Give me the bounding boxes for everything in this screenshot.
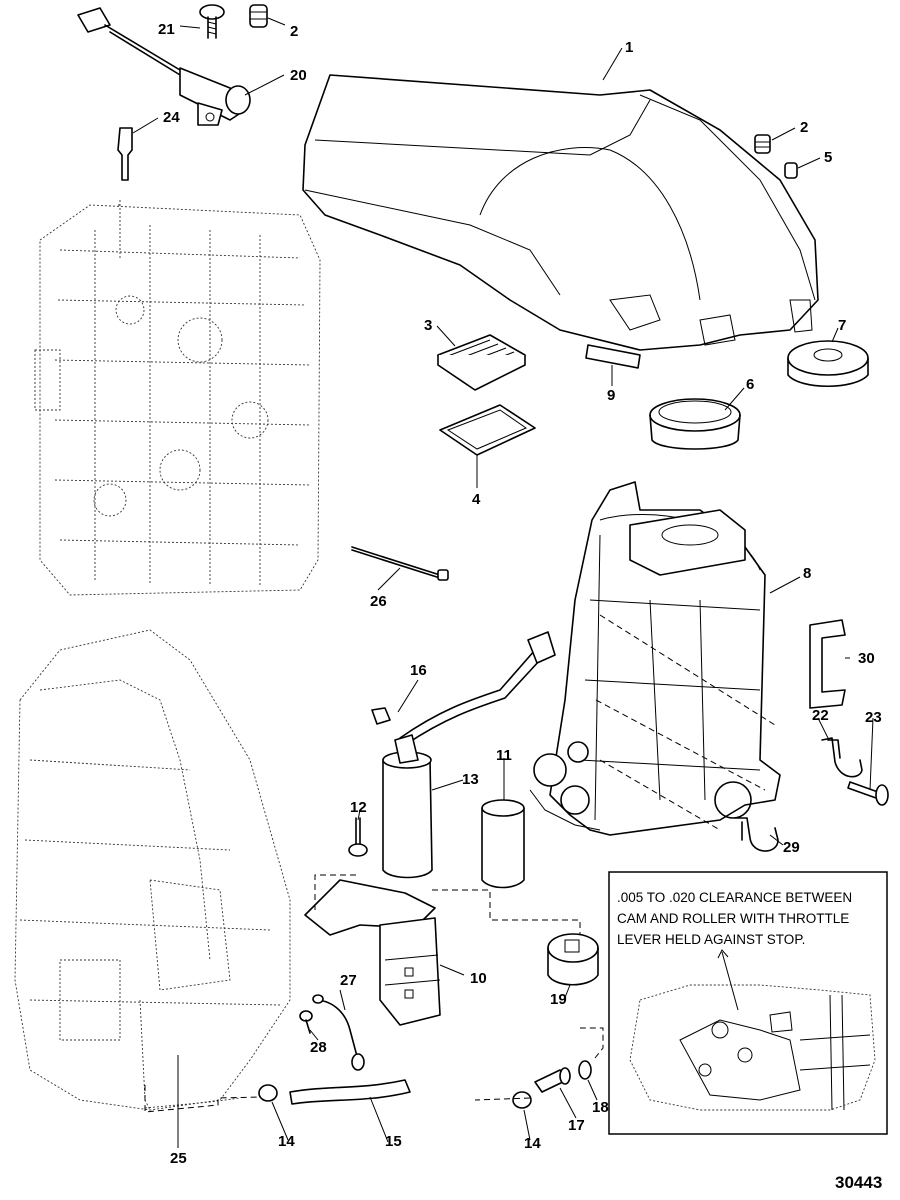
grommet-top-right (754, 134, 771, 154)
clearance-note-line-3: LEVER HELD AGAINST STOP. (617, 932, 805, 947)
sensor-harness (77, 7, 251, 126)
callout-26: 26 (370, 593, 387, 610)
screw-12 (348, 817, 368, 857)
fitting-24 (117, 127, 133, 181)
clearance-detail-inset: .005 TO .020 CLEARANCE BETWEEN CAM AND R… (608, 871, 888, 1135)
bracket-30 (809, 619, 846, 709)
callout-11: 11 (496, 747, 512, 764)
callout-13: 13 (462, 771, 479, 788)
seal-ring (649, 398, 741, 450)
fuel-hose (289, 1079, 411, 1105)
callout-labels: 1 2 2 3 4 5 6 7 8 9 10 11 12 13 14 14 15… (158, 21, 882, 1167)
callout-25: 25 (170, 1150, 187, 1167)
callout-30: 30 (858, 650, 875, 667)
callout-28: 28 (310, 1039, 327, 1056)
grommet-top-left (249, 4, 268, 28)
callout-10: 10 (470, 970, 487, 987)
ground-wire (312, 994, 365, 1071)
dashed-pump-lines (314, 874, 581, 935)
pump-bracket (304, 879, 441, 1026)
callout-7: 7 (838, 317, 846, 334)
filter-sleeve (481, 799, 525, 889)
air-filter (437, 334, 526, 391)
callout-3: 3 (424, 317, 432, 334)
clearance-note-line-2: CAM AND ROLLER WITH THROTTLE (617, 911, 849, 926)
callout-21: 21 (158, 21, 175, 38)
screw-21 (199, 4, 225, 39)
callout-14-left: 14 (278, 1133, 295, 1150)
callout-1: 1 (625, 39, 633, 56)
hose-clamp-right (512, 1091, 532, 1109)
callout-5: 5 (824, 149, 832, 166)
callout-2-top: 2 (290, 23, 298, 40)
figure-number: 30443 (835, 1173, 882, 1192)
cover-cap (787, 340, 869, 388)
callout-4: 4 (472, 491, 481, 508)
clearance-note-line-1: .005 TO .020 CLEARANCE BETWEEN (617, 890, 852, 905)
clip-29 (734, 817, 779, 852)
callout-27: 27 (340, 972, 357, 989)
callout-12: 12 (350, 799, 367, 816)
callout-23: 23 (865, 709, 882, 726)
filter-gasket (439, 404, 536, 456)
clip-16 (371, 707, 391, 725)
callout-9: 9 (607, 387, 615, 404)
flywheel-cover (302, 74, 819, 351)
fitting-17 (534, 1067, 571, 1093)
callout-19: 19 (550, 991, 567, 1008)
callout-24: 24 (163, 109, 180, 126)
hose-clamp-left (258, 1084, 278, 1102)
pump-grommet (547, 933, 599, 986)
callout-22: 22 (812, 707, 829, 724)
leader-lines (132, 17, 874, 1148)
callout-2-right: 2 (800, 119, 808, 136)
callout-15: 15 (385, 1133, 402, 1150)
engine-block-ghost-lower (14, 629, 291, 1111)
clip-22 (821, 737, 863, 778)
fuel-pump (382, 631, 556, 879)
screw-28 (299, 1010, 313, 1034)
callout-29: 29 (783, 839, 800, 856)
dashed-tank-lines (595, 614, 776, 831)
o-ring-18 (578, 1060, 592, 1080)
callout-18: 18 (592, 1099, 609, 1116)
grommet-small (784, 162, 798, 179)
dashed-hose-lines (144, 1027, 604, 1113)
callout-8: 8 (803, 565, 811, 582)
foam-strip (585, 344, 641, 369)
vapor-separator-tank (529, 481, 781, 836)
callout-6: 6 (746, 376, 754, 393)
callout-17: 17 (568, 1117, 585, 1134)
engine-block-ghost-upper (34, 200, 321, 596)
callout-16: 16 (410, 662, 427, 679)
callout-14-right: 14 (524, 1135, 541, 1152)
callout-20: 20 (290, 67, 307, 84)
screw-23 (847, 781, 889, 806)
cable-tie (351, 546, 449, 581)
